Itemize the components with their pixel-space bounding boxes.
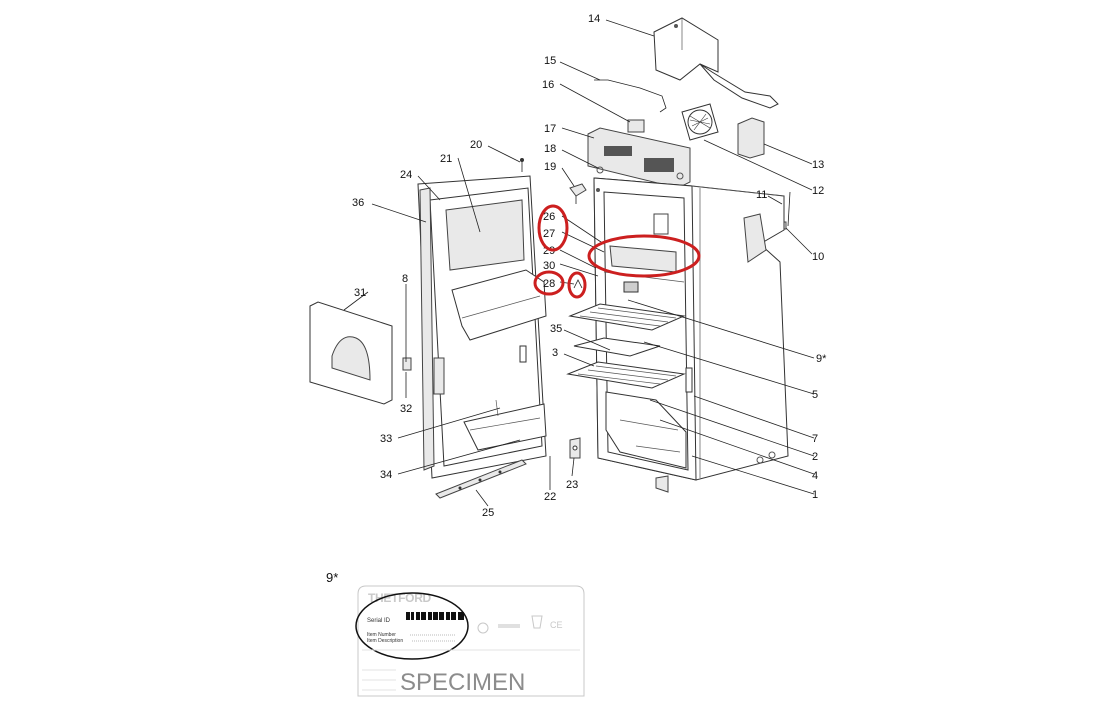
callout-3: 3 bbox=[552, 347, 558, 359]
callout-12: 12 bbox=[812, 185, 824, 197]
callout-7: 7 bbox=[812, 433, 818, 445]
callout-1: 1 bbox=[812, 489, 818, 501]
callout-34: 34 bbox=[380, 469, 392, 481]
callout-27: 27 bbox=[543, 228, 555, 240]
brand-logo: THETFORD bbox=[368, 591, 432, 605]
serial-id-label: Serial ID bbox=[367, 618, 391, 624]
callout-15: 15 bbox=[544, 55, 556, 67]
highlight-knob-28 bbox=[567, 271, 587, 299]
part-wire bbox=[594, 79, 667, 113]
callout-30: 30 bbox=[543, 260, 555, 272]
part-side-panel bbox=[309, 301, 393, 405]
callout-31: 31 bbox=[354, 287, 366, 299]
callout-8: 8 bbox=[402, 273, 408, 285]
part-glass-plate bbox=[573, 337, 661, 357]
highlight-callout-28 bbox=[533, 270, 565, 296]
part-fan bbox=[681, 103, 719, 141]
callout-22: 22 bbox=[544, 491, 556, 503]
part-hinge-bottom bbox=[569, 437, 581, 459]
callout-2: 2 bbox=[812, 451, 818, 463]
certification-icon bbox=[477, 622, 489, 634]
callout-labels: 14 15 16 17 18 19 20 21 24 36 26 27 29 3… bbox=[352, 13, 827, 519]
part-hinge-32 bbox=[402, 357, 412, 371]
item-number-label: Item Number bbox=[367, 632, 396, 638]
callout-16: 16 bbox=[542, 79, 554, 91]
callout-33: 33 bbox=[380, 433, 392, 445]
leader-lines bbox=[343, 19, 815, 507]
callout-10: 10 bbox=[812, 251, 824, 263]
callout-18: 18 bbox=[544, 143, 556, 155]
part-bottom-trim bbox=[435, 459, 527, 499]
item-description-label: Item Description bbox=[367, 638, 403, 644]
part-knob-28 bbox=[573, 279, 583, 289]
callout-13: 13 bbox=[812, 159, 824, 171]
callout-23: 23 bbox=[566, 479, 578, 491]
part-top-cover bbox=[653, 17, 779, 109]
callout-9-star: 9* bbox=[816, 353, 827, 365]
callout-21: 21 bbox=[440, 153, 452, 165]
label-card-heading: 9* bbox=[326, 570, 338, 585]
red-highlights bbox=[533, 204, 701, 299]
part-shelf-upper bbox=[568, 303, 686, 331]
ce-mark: CE bbox=[550, 620, 563, 630]
callout-17: 17 bbox=[544, 123, 556, 135]
callout-26: 26 bbox=[543, 211, 555, 223]
serial-highlight-ellipse bbox=[355, 592, 469, 660]
part-screw bbox=[520, 158, 524, 172]
highlight-freezer-flap bbox=[587, 234, 701, 278]
part-small-module bbox=[627, 119, 645, 133]
callout-24: 24 bbox=[400, 169, 412, 181]
specimen-watermark: SPECIMEN bbox=[400, 669, 525, 696]
callout-5: 5 bbox=[812, 389, 818, 401]
callout-32: 32 bbox=[400, 403, 412, 415]
callout-4: 4 bbox=[812, 470, 818, 482]
part-door bbox=[417, 175, 547, 479]
part-hinge-top bbox=[569, 183, 587, 204]
callout-11: 11 bbox=[756, 189, 767, 201]
callout-35: 35 bbox=[550, 323, 562, 335]
callout-36: 36 bbox=[352, 197, 364, 209]
weee-bin-icon bbox=[531, 615, 543, 629]
part-shelf-lower bbox=[566, 361, 686, 389]
callout-20: 20 bbox=[470, 139, 482, 151]
callout-14: 14 bbox=[588, 13, 600, 25]
callout-19: 19 bbox=[544, 161, 556, 173]
callout-25: 25 bbox=[482, 507, 494, 519]
part-clip bbox=[623, 281, 639, 293]
barcode bbox=[406, 612, 464, 620]
callout-28: 28 bbox=[543, 278, 555, 290]
highlight-callouts-26-27 bbox=[537, 204, 569, 252]
part-control-panel bbox=[587, 127, 691, 189]
part-cabinet bbox=[593, 166, 789, 493]
part-cube-component bbox=[737, 117, 765, 159]
label-card-section: 9* THETFORD Serial ID Item Number Item D… bbox=[326, 570, 585, 697]
